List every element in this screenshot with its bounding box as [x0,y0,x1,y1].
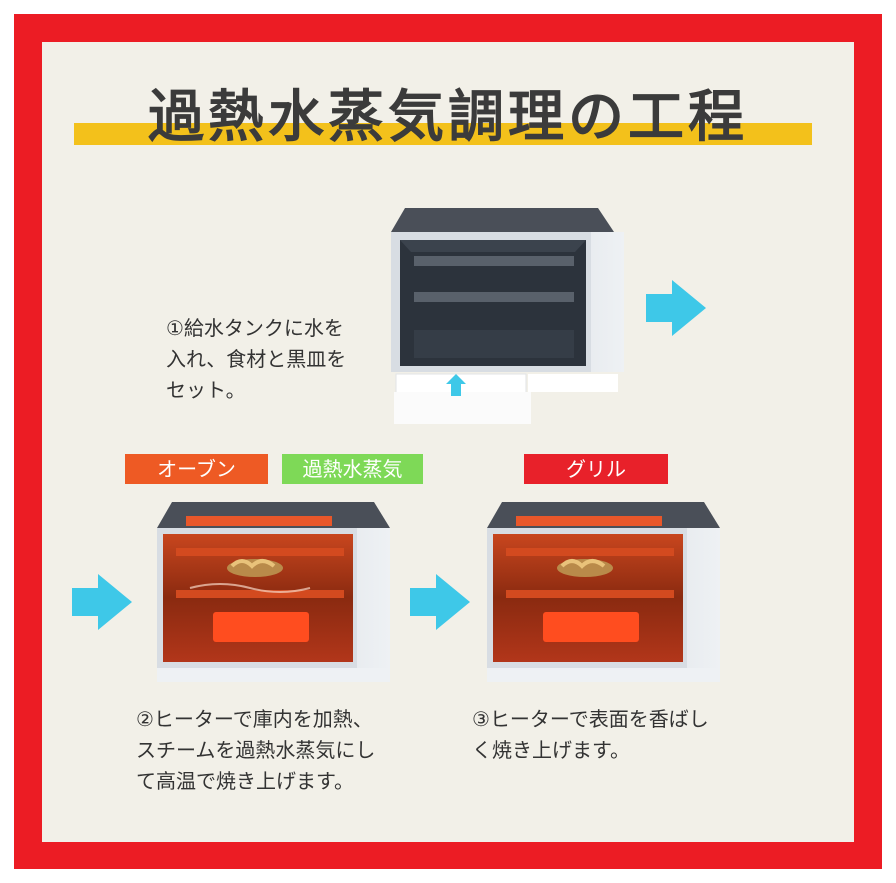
arrow-up-icon [446,374,466,396]
oven-mode-label: オーブン [125,454,268,484]
step1-description: ①給水タンクに水を 入れ、食材と黒皿を セット。 [166,316,347,402]
step3-description: ③ヒーターで表面を香ばし く焼き上げます。 [472,707,709,762]
oven-icon-step3 [487,502,720,682]
diagram-panel [42,42,854,842]
steam-mode-label: 過熱水蒸気 [282,454,423,484]
oven-icon-step1 [391,208,624,424]
step2-description: ②ヒーターで庫内を加熱、 スチームを過熱水蒸気にし て高温で焼き上げます。 [136,707,376,793]
arrow-right-icon [72,574,132,630]
grill-mode-label: グリル [524,454,668,484]
oven-icon-step2 [157,502,390,682]
title-highlight-bar [74,123,812,145]
arrow-right-icon [410,574,470,630]
arrow-right-icon [646,280,706,336]
page-title: 過熱水蒸気調理の工程 [148,85,748,150]
